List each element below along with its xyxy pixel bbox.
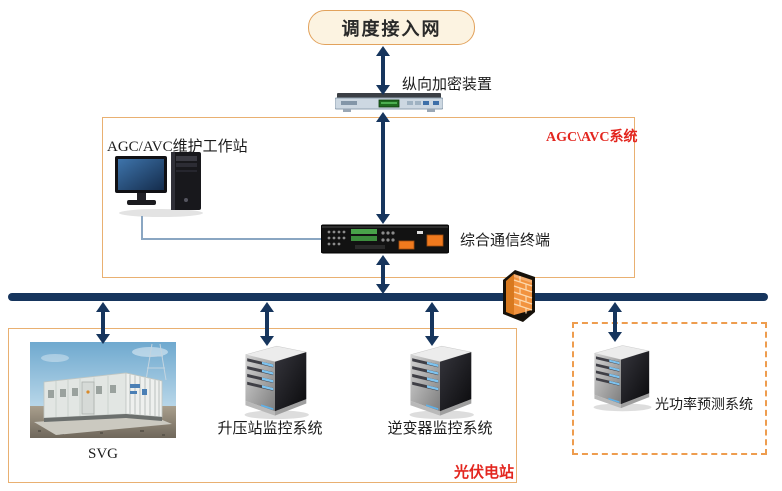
pv-station-box [8,328,517,483]
firewall-icon [503,270,535,322]
arrow-bus-forecast [608,302,622,342]
workstation-terminal-link-horizontal [141,238,323,240]
booster-monitor-label: 升压站监控系统 [217,421,323,437]
workstation-terminal-link-vertical [141,216,143,240]
arrow-terminal-bus [376,255,390,294]
svg-unit-label: SVG [87,446,118,462]
power-forecast-label: 光功率预测系统 [655,398,753,413]
pv-station-label: 光伏电站 [454,465,515,481]
dispatch-network-label: 调度接入网 [341,18,442,39]
computer-workstation-icon [115,152,203,217]
comm-terminal-icon [321,224,449,254]
arrow-bus-svg [96,302,110,344]
svg-container-photo [30,342,176,438]
forecast-server-icon [588,340,654,412]
arrow-bus-booster [260,302,274,346]
inverter-server-icon [401,340,479,420]
station-lan-bus [8,293,768,301]
arrow-encryption-terminal [376,112,390,224]
agc-avc-system-box [102,117,635,278]
agc-avc-system-label: AGC\AVC系统 [546,130,638,145]
encryption-appliance-icon [335,93,443,112]
maintenance-workstation-label: AGC/AVC维护工作站 [107,139,248,155]
power-forecast-box [572,322,767,455]
booster-server-icon [236,340,314,420]
comm-terminal-label: 综合通信终端 [460,233,551,249]
arrow-dispatch-encryption [376,46,390,95]
encryption-device-label: 纵向加密装置 [402,77,493,93]
arrow-bus-inverter [425,302,439,346]
inverter-monitor-label: 逆变器监控系统 [387,421,493,437]
dispatch-network-node: 调度接入网 [308,10,475,45]
